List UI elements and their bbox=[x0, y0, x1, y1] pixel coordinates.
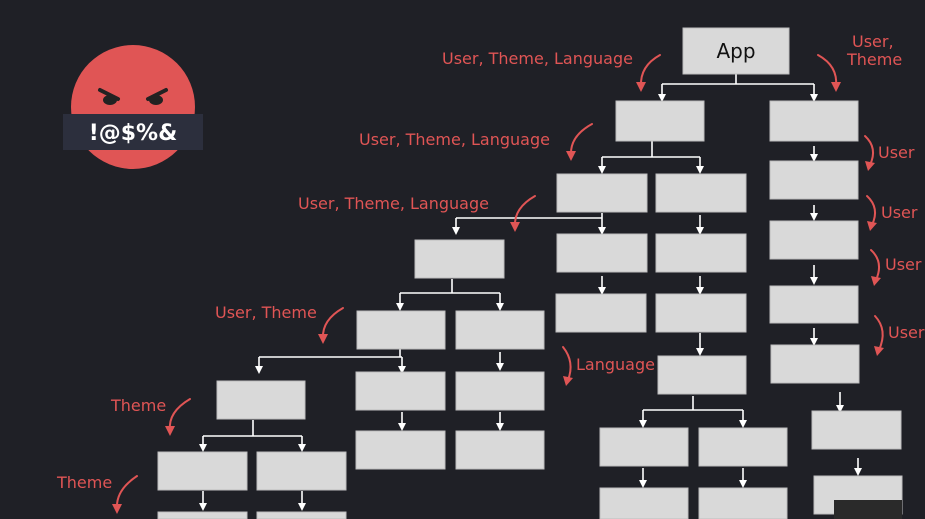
component-node bbox=[655, 293, 747, 333]
label-level3: User, Theme bbox=[215, 303, 317, 322]
component-node bbox=[599, 427, 689, 467]
component-node bbox=[769, 160, 859, 200]
component-node bbox=[157, 451, 248, 491]
component-node bbox=[769, 285, 859, 324]
label-level4: Theme bbox=[110, 396, 166, 415]
tree-connectors bbox=[199, 74, 862, 511]
component-node bbox=[770, 344, 860, 384]
label-root-right-line2: Theme bbox=[846, 50, 902, 69]
component-node bbox=[556, 233, 648, 273]
overlay-tab bbox=[834, 500, 902, 519]
label-language: Language bbox=[576, 355, 655, 374]
censored-text: !@$%& bbox=[89, 121, 178, 146]
label-root-right-line1: User, bbox=[852, 32, 894, 51]
component-node bbox=[256, 451, 347, 491]
label-user-2: User bbox=[881, 203, 918, 222]
label-user-4: User bbox=[888, 323, 925, 342]
component-node bbox=[455, 310, 545, 350]
label-level1: User, Theme, Language bbox=[359, 130, 550, 149]
component-node bbox=[216, 380, 306, 420]
prop-labels: User, Theme, Language User, Theme User, … bbox=[56, 32, 925, 492]
component-node bbox=[414, 239, 505, 279]
component-node bbox=[356, 310, 446, 350]
component-node bbox=[769, 100, 859, 142]
angry-face-icon: !@$%& bbox=[63, 45, 203, 169]
component-node bbox=[769, 220, 859, 260]
component-node bbox=[555, 293, 647, 333]
label-user-3: User bbox=[885, 255, 922, 274]
component-node bbox=[355, 430, 446, 470]
label-level2: User, Theme, Language bbox=[298, 194, 489, 213]
component-node bbox=[455, 371, 545, 411]
label-root-left: User, Theme, Language bbox=[442, 49, 633, 68]
component-node bbox=[599, 487, 689, 519]
component-node bbox=[811, 410, 902, 450]
app-node bbox=[682, 27, 790, 75]
component-node bbox=[615, 100, 705, 142]
prop-flow-arrows bbox=[112, 54, 884, 514]
component-node bbox=[256, 511, 347, 519]
component-node bbox=[556, 173, 648, 213]
component-node bbox=[455, 430, 545, 470]
component-node bbox=[698, 487, 788, 519]
component-node bbox=[698, 427, 788, 467]
component-node bbox=[157, 511, 248, 519]
label-user-1: User bbox=[878, 143, 915, 162]
component-node bbox=[655, 173, 747, 213]
component-boxes: App bbox=[157, 27, 903, 519]
label-level5: Theme bbox=[56, 473, 112, 492]
component-node bbox=[657, 355, 747, 395]
component-node bbox=[655, 233, 747, 273]
app-node-label: App bbox=[716, 39, 755, 63]
component-node bbox=[355, 371, 446, 411]
